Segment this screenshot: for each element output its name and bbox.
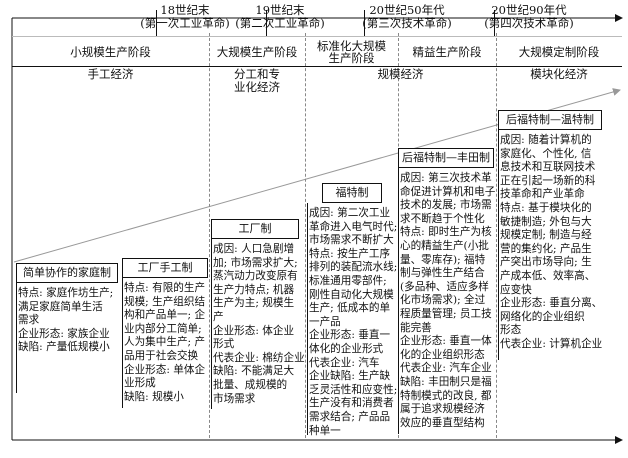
economy-handicraft: 手工经济	[87, 67, 134, 81]
header-top-line	[12, 36, 622, 37]
economy-modular: 模块化经济	[530, 67, 588, 81]
model-toyotism-desc: 成因: 第三次技术革 命促进计算机和电子 技术的发展; 市场需 求不断趋于个性化…	[400, 172, 496, 429]
stage-small-scale: 小规模生产阶段	[70, 44, 151, 59]
stage-lean: 精益生产阶段	[412, 44, 482, 59]
model-fordism: 福特制	[322, 183, 382, 203]
era-tick	[494, 10, 495, 36]
model-fordism-desc: 成因: 第二次工业 革命进入电气时代; 市场需求不断扩大 特点: 按生产工序 排…	[309, 207, 398, 437]
model-family-workshop: 简单协作的家庭制	[16, 263, 118, 283]
model-wintelism: 后福特制—温特制	[498, 110, 602, 130]
stage-divider	[209, 33, 210, 438]
model-factory-system: 工厂制	[211, 219, 299, 239]
model-factory-desc: 成因: 人口急剧增 加; 市场需求扩大; 蒸汽动力改变原有 生产力特点; 机器 …	[213, 243, 305, 405]
model-family-desc: 特点: 家庭作坊生产; 满足家庭简单生活 需求 企业形态: 家族企业 缺陷: 产…	[18, 287, 114, 354]
stage-standardized: 标准化大规模 生产阶段	[317, 38, 386, 65]
model-manual-factory: 工厂手工制	[122, 258, 208, 278]
stage-mass-customization: 大规模定制阶段	[518, 44, 600, 59]
stage-mass-production: 大规模生产阶段	[216, 44, 298, 59]
header-divider	[12, 66, 622, 67]
economy-specialization: 分工和专 业化经济	[234, 67, 280, 94]
era-label-3: 20世纪50年代(第三次技术革命)	[362, 3, 452, 30]
model-wintelism-desc: 成因: 随着计算机的 家庭化、个性化, 信 息技术和互联网技术 正在引起一场新的…	[500, 134, 603, 350]
era-tick	[266, 10, 267, 36]
era-tick	[364, 10, 365, 36]
model-toyotism: 后福特制—丰田制	[398, 148, 494, 168]
era-label-2: 19世纪末(第二次工业革命)	[235, 3, 325, 30]
stage-divider	[496, 33, 497, 438]
model-manual-factory-desc: 特点: 有限的生产 规模; 生产组织结 构和产品单一; 企 业内部分工简单; 人…	[124, 282, 206, 403]
stage-divider	[305, 33, 306, 438]
era-label-1: 18世纪末(第一次工业革命)	[140, 3, 230, 30]
era-tick	[156, 10, 157, 36]
era-label-4: 20世纪90年代(第四次技术革命)	[484, 3, 574, 30]
economy-scale: 规模经济	[377, 67, 424, 81]
